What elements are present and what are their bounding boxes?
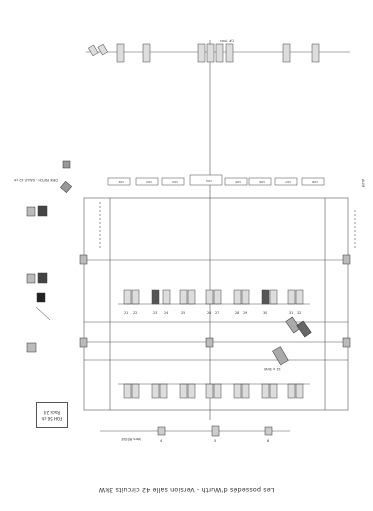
- legend-line-1: FOH 56 ch: [41, 416, 63, 421]
- rail-label: 102: [146, 180, 152, 184]
- foh-fixtures: [157, 425, 273, 437]
- upper-fixture-bar: [123, 289, 304, 305]
- channel-label: 25: [181, 311, 185, 315]
- top-right-note: ALIM: [361, 179, 365, 187]
- front-labels: 4 5 6 Vers RÉGIE 12 x 3kW: [121, 367, 281, 443]
- legend-line-2: Rack 24: [43, 410, 61, 415]
- left-equipment: [26, 205, 51, 353]
- top-left-note: DMX PATCH - SALLE 42 ch: [14, 178, 58, 182]
- rail-label: 106: [259, 180, 265, 184]
- page-caption: Les possedés d'Wurth - Version salle 42 …: [98, 486, 275, 494]
- color-note: coul. #1: [220, 39, 234, 43]
- lower-fixture-bar: [123, 383, 304, 399]
- rail-boxes: [107, 174, 325, 186]
- channel-label: 22: [133, 311, 137, 315]
- foh-label: Vers RÉGIE: [121, 437, 141, 442]
- channel-label: 23: [153, 311, 157, 315]
- rail-label: 103: [172, 180, 178, 184]
- side-fixtures-right: [60, 160, 72, 193]
- side-notes: DMX PATCH - SALLE 42 ch ALIM coul. #1: [14, 39, 365, 187]
- dimmer-note: 12 x 3kW: [264, 367, 281, 371]
- channel-label: 24: [164, 311, 168, 315]
- legend-box: FOH 56 ch Rack 24: [36, 402, 68, 428]
- channel-label: 30: [263, 311, 267, 315]
- channel-label: 26: [207, 311, 211, 315]
- rail-label: 104: [206, 179, 212, 183]
- channel-label: 31: [289, 311, 293, 315]
- channel-label: 27: [215, 311, 219, 315]
- rail-label: 105: [235, 180, 241, 184]
- rail-label: 101: [118, 180, 124, 184]
- channel-label: 32: [297, 311, 301, 315]
- top-fixtures: [88, 43, 320, 63]
- rail-labels: 101 102 103 104 105 106 107 108: [118, 179, 318, 184]
- channel-label: 28: [235, 311, 239, 315]
- front-channel-label: 4: [160, 439, 163, 443]
- front-channel-label: 6: [267, 439, 270, 443]
- rail-label: 107: [285, 180, 291, 184]
- upper-channel-labels: 21 22 23 24 25 26 27 28 29 30 31 32: [124, 311, 301, 315]
- hang-points: [79, 254, 351, 348]
- rail-label: 108: [312, 180, 318, 184]
- moving-heads: [272, 316, 312, 366]
- channel-label: 29: [243, 311, 247, 315]
- front-channel-label: 5: [214, 439, 216, 443]
- channel-label: 21: [124, 311, 128, 315]
